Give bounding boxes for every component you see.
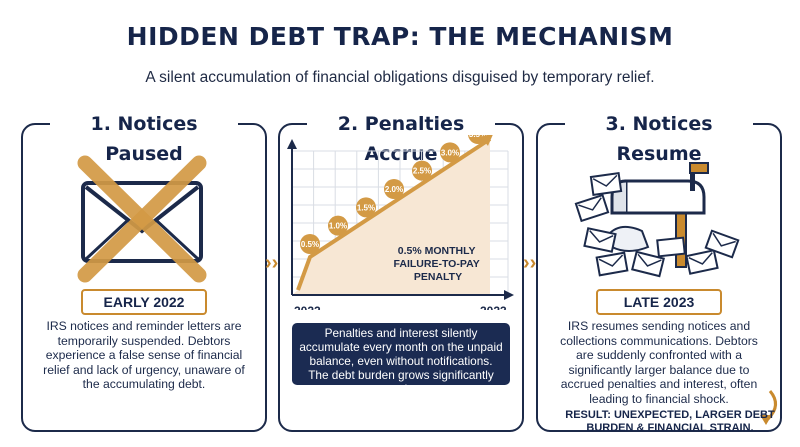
data-point-marker	[440, 142, 460, 163]
chart-area	[292, 139, 490, 295]
page-title: HIDDEN DEBT TRAP: THE MECHANISM	[126, 22, 674, 51]
data-point-marker	[412, 160, 432, 181]
x-label-end: 2023	[480, 304, 507, 310]
penalty-growth-chart: 0.5% 1.0% 1.5% 2.0% 2.5% 3.0% 3.5% 2022 2023 0…	[287, 135, 514, 310]
data-point-marker	[328, 215, 348, 236]
flow-arrow-icon: ››	[523, 252, 537, 274]
data-point-marker	[384, 179, 404, 199]
trend-line	[296, 137, 492, 291]
panel-penalties-accrue: 2. Penalties Accrue 0.5% 1.0% 1.5% 2.0% 2.5%…	[278, 109, 524, 432]
x-axis-arrow-icon	[504, 290, 514, 300]
panel-title: 3. Notices Resume	[565, 109, 753, 165]
panel-description: IRS notices and reminder letters are tem…	[43, 319, 245, 392]
panel-title: 2. Penalties Accrue	[307, 109, 495, 165]
curved-arrow-icon	[760, 390, 777, 425]
panel-notices-resume: 3. Notices Resume LATE 2023 IRS res	[536, 109, 782, 432]
data-label: 1.0%	[329, 222, 347, 231]
panel-notices-paused: 1. Notices Paused EARLY 2022 IRS notices…	[21, 109, 267, 432]
page-subtitle: A silent accumulation of financial oblig…	[145, 69, 655, 86]
crossed-envelope-icon	[77, 155, 207, 283]
panel-description: Penalties and interest silently accumula…	[292, 323, 510, 396]
data-label: 3.5%	[469, 135, 487, 139]
date-badge: LATE 2023	[596, 289, 722, 315]
data-label: 2.5%	[413, 167, 431, 176]
chart-annotation: 0.5% MONTHLY FAILURE-TO-PAY PENALTY	[394, 245, 483, 283]
x-label-start: 2022	[294, 304, 321, 310]
trend-arrow-icon	[480, 135, 494, 146]
date-badge: EARLY 2022	[81, 289, 207, 315]
data-point-marker	[356, 197, 376, 218]
data-label: 1.5%	[357, 203, 375, 212]
data-point-marker	[300, 234, 320, 254]
mailbox-overflowing-icon	[574, 162, 740, 278]
data-label: 3.0%	[441, 148, 459, 157]
data-label: 0.5%	[301, 240, 319, 249]
panel-title: 1. Notices Paused	[50, 109, 238, 165]
y-axis-arrow-icon	[287, 139, 297, 149]
flow-arrow-icon: ››	[265, 252, 279, 274]
data-label: 2.0%	[385, 185, 403, 194]
panel-description: IRS resumes sending notices and collecti…	[560, 319, 758, 406]
result-statement: RESULT: UNEXPECTED, LARGER DEBT BURDEN &…	[565, 409, 775, 434]
